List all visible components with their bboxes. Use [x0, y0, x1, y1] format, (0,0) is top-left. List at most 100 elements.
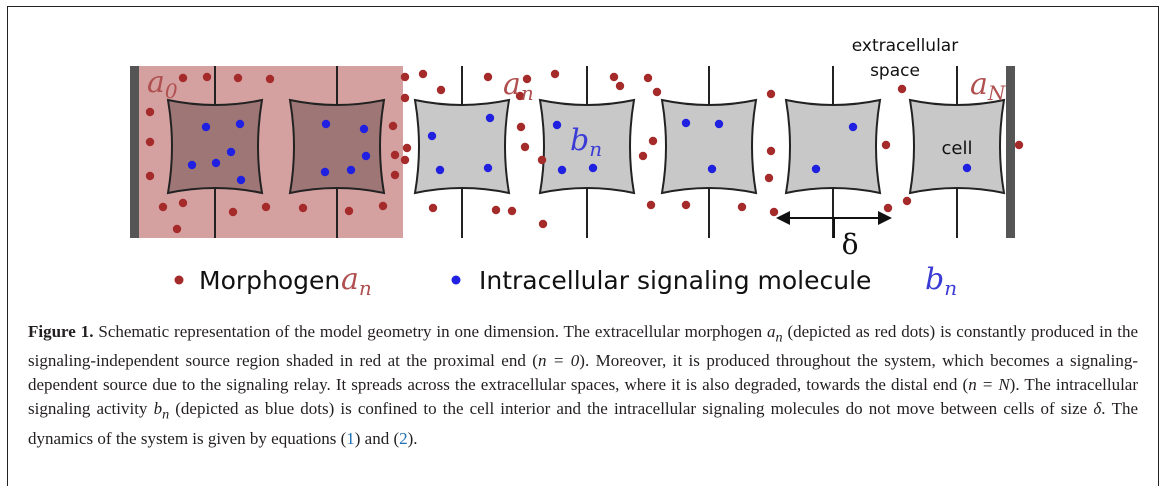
morphogen-dot [400, 93, 410, 103]
morphogen-dot [681, 200, 691, 210]
morphogen-dot [520, 142, 530, 152]
cell-6 [908, 66, 1006, 238]
morphogen-dot [609, 72, 619, 82]
morphogen-dot [428, 203, 438, 213]
legend-morphogen-dot [174, 275, 184, 285]
caption-sym-an: an [766, 322, 783, 346]
equation-ref-1[interactable]: 1 [346, 428, 355, 448]
morphogen-dot [883, 203, 893, 213]
morphogen-dot [145, 171, 155, 181]
signaling-dot [226, 147, 236, 157]
morphogen-dot [515, 91, 525, 101]
morphogen-dot [881, 140, 891, 150]
morphogen-dot [400, 72, 410, 82]
morphogen-dot [516, 122, 526, 132]
distal-wall [1006, 66, 1015, 238]
caption-s4: ). The intracellular signaling activity [28, 375, 1138, 419]
morphogen-dot [766, 89, 776, 99]
morphogen-dot [766, 146, 776, 156]
morphogen-dot [652, 87, 662, 97]
morphogen-dot [390, 150, 400, 160]
signaling-dot [187, 160, 197, 170]
morphogen-dot [178, 198, 188, 208]
signaling-dot [361, 151, 371, 161]
signaling-dot [811, 164, 821, 174]
morphogen-dot [522, 74, 532, 84]
signaling-dot [707, 164, 717, 174]
signaling-dot [235, 119, 245, 129]
morphogen-dot [378, 201, 388, 211]
morphogen-dot [158, 202, 168, 212]
morphogen-dot [507, 206, 517, 216]
morphogen-dot [483, 72, 493, 82]
morphogen-dots [145, 69, 1024, 234]
label-cell: cell [942, 138, 973, 159]
legend-morphogen-symbol: an [341, 262, 372, 300]
delta-arrow-right-head [878, 211, 892, 225]
equation-ref-2[interactable]: 2 [399, 428, 408, 448]
cell-body [660, 98, 758, 195]
caption-math-n0: n = 0 [537, 351, 580, 371]
signaling-dot [211, 158, 221, 168]
signaling-dot [714, 119, 724, 129]
morphogen-dot [202, 72, 212, 82]
delta-arrow-left-head [776, 211, 790, 225]
morphogen-dot [178, 73, 188, 83]
legend-signaling-dot [451, 275, 461, 285]
caption-sym-delta: δ [1093, 399, 1102, 419]
morphogen-dot [390, 170, 400, 180]
signaling-dot [427, 131, 437, 141]
label-a0: a0 [147, 65, 178, 103]
morphogen-dot [643, 73, 653, 83]
signaling-dots [187, 113, 972, 185]
morphogen-dot [491, 205, 501, 215]
signaling-dot [346, 165, 356, 175]
caption-math-nN: n = N [968, 375, 1010, 395]
morphogen-dot [764, 173, 774, 183]
caption-s5: (depicted as blue dots) is confined to t… [175, 399, 1088, 419]
cell-1 [288, 66, 386, 238]
label-delta: δ [842, 228, 859, 261]
figure-caption: Figure 1. Schematic representation of th… [28, 320, 1138, 451]
morphogen-dot [228, 207, 238, 217]
cell-body [784, 98, 882, 195]
label-aN: aN [970, 67, 1007, 105]
signaling-dot [201, 122, 211, 132]
caption-s2: (depicted as red dots) is constantly pro… [28, 322, 1139, 371]
signaling-dot [552, 120, 562, 130]
cell-5 [784, 66, 882, 238]
model-schematic: a0 an aN bn extracellular space cell δ M… [130, 36, 1024, 300]
signaling-dot [483, 163, 493, 173]
signaling-dot [557, 165, 567, 175]
morphogen-dot [1014, 140, 1024, 150]
proximal-wall [130, 66, 139, 238]
morphogen-dot [388, 121, 398, 131]
label-bn: bn [570, 123, 602, 161]
signaling-dot [848, 122, 858, 132]
caption-s3: ). Moreover, it is produced throughout t… [28, 351, 1138, 395]
cell-body [288, 98, 386, 195]
caption-s8: ). [407, 428, 418, 448]
morphogen-dot [648, 136, 658, 146]
morphogen-dot [418, 69, 428, 79]
signaling-dot [485, 113, 495, 123]
signaling-dot [320, 167, 330, 177]
label-an: an [503, 67, 534, 105]
legend-morphogen-text: Morphogen [199, 266, 340, 295]
signaling-dot [321, 119, 331, 129]
morphogen-dot [902, 196, 912, 206]
morphogen-dot [402, 143, 412, 153]
morphogen-dot [550, 69, 560, 79]
morphogen-dot [897, 84, 907, 94]
legend-signaling-text: Intracellular signaling molecule [479, 266, 871, 295]
cell-body [908, 98, 1006, 195]
morphogen-dot [615, 81, 625, 91]
morphogen-dot [538, 219, 548, 229]
cell-4 [660, 66, 758, 238]
morphogen-dot [261, 202, 271, 212]
morphogen-dot [769, 207, 779, 217]
cell-body [166, 98, 264, 195]
legend-signaling-symbol: bn [925, 262, 957, 300]
morphogen-dot [400, 155, 410, 165]
caption-s6: . The dynamics of the system is given by… [28, 399, 1139, 448]
